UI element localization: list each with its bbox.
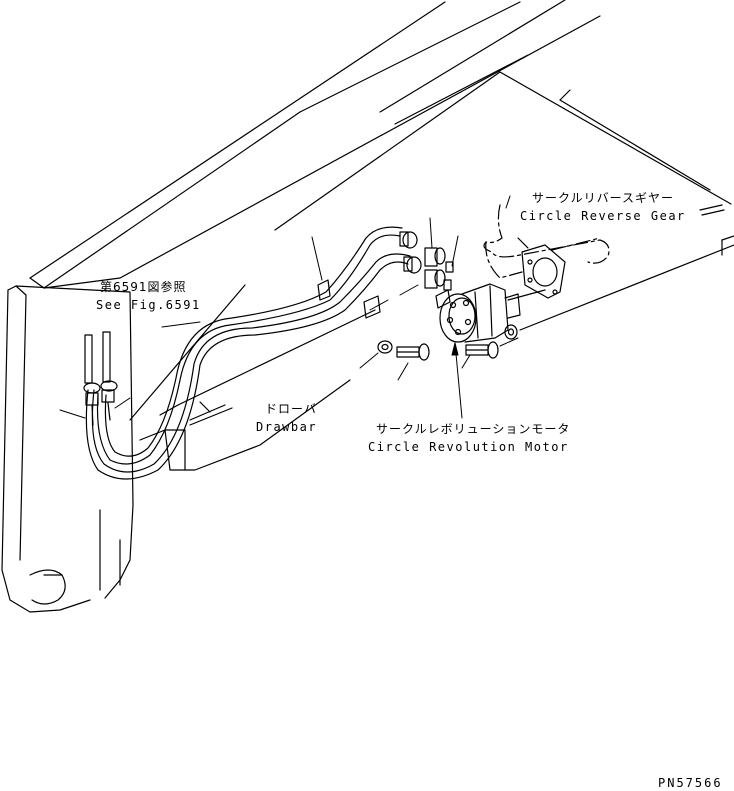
leader-lines xyxy=(60,196,518,418)
drawbar-label-en: Drawbar xyxy=(256,420,318,434)
bolts-and-washers xyxy=(378,290,498,360)
drawing-number: PN57566 xyxy=(658,776,723,790)
drawbar-label-jp: ドローバ xyxy=(265,402,317,416)
circle-reverse-gear-label-en: Circle Reverse Gear xyxy=(520,209,686,223)
circle-revolution-motor-label-jp: サークルレボリューションモータ xyxy=(376,422,571,436)
elbow-fittings xyxy=(425,248,453,290)
circle-revolution-motor xyxy=(440,284,520,342)
circle-reverse-gear-label-jp: サークルリバースギヤー xyxy=(532,191,675,205)
drawbar xyxy=(140,310,375,470)
frame-body xyxy=(2,0,734,612)
circle-revolution-motor-label-en: Circle Revolution Motor xyxy=(368,440,569,454)
see-fig-label-jp: 第6591図参照 xyxy=(100,280,187,294)
gear-mounting-flange xyxy=(508,245,565,300)
see-fig-label-en: See Fig.6591 xyxy=(96,298,201,312)
circle-reverse-gear xyxy=(484,205,609,278)
hydraulic-hoses xyxy=(84,227,421,479)
